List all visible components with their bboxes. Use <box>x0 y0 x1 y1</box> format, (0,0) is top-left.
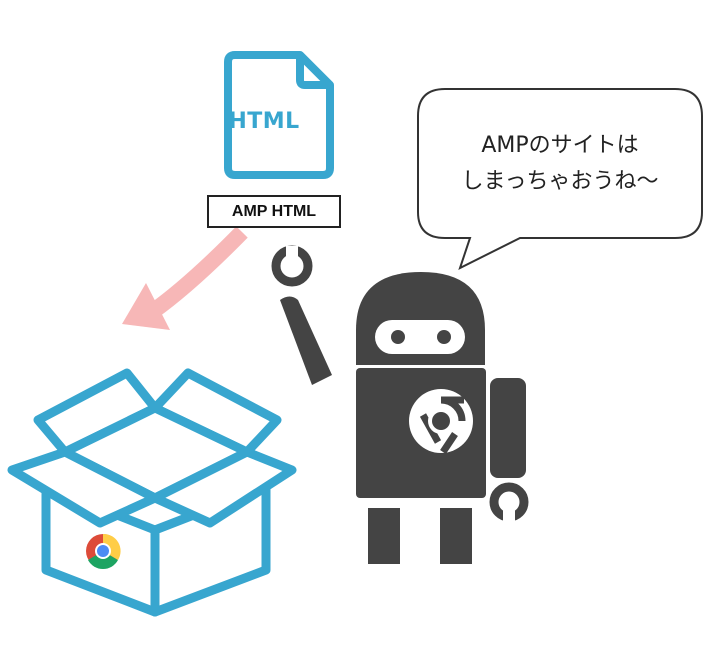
down-left-arrow-icon <box>122 226 248 330</box>
amp-html-text: AMP HTML <box>231 202 317 220</box>
open-box-icon <box>7 368 297 617</box>
html-file-label: HTML <box>228 109 300 134</box>
robot-icon <box>271 245 529 564</box>
speech-line-1: AMPのサイトは <box>481 133 639 158</box>
speech-line-2: しまっちゃおうね〜 <box>461 169 659 194</box>
robot-chrome-emblem <box>409 389 473 454</box>
chrome-logo-icon <box>86 533 121 569</box>
amp-html-label: AMP HTML <box>207 195 341 228</box>
speech-text: AMPのサイトは しまっちゃおうね〜 <box>418 128 702 200</box>
html-file-icon <box>224 51 334 179</box>
speech-bubble <box>417 88 703 270</box>
